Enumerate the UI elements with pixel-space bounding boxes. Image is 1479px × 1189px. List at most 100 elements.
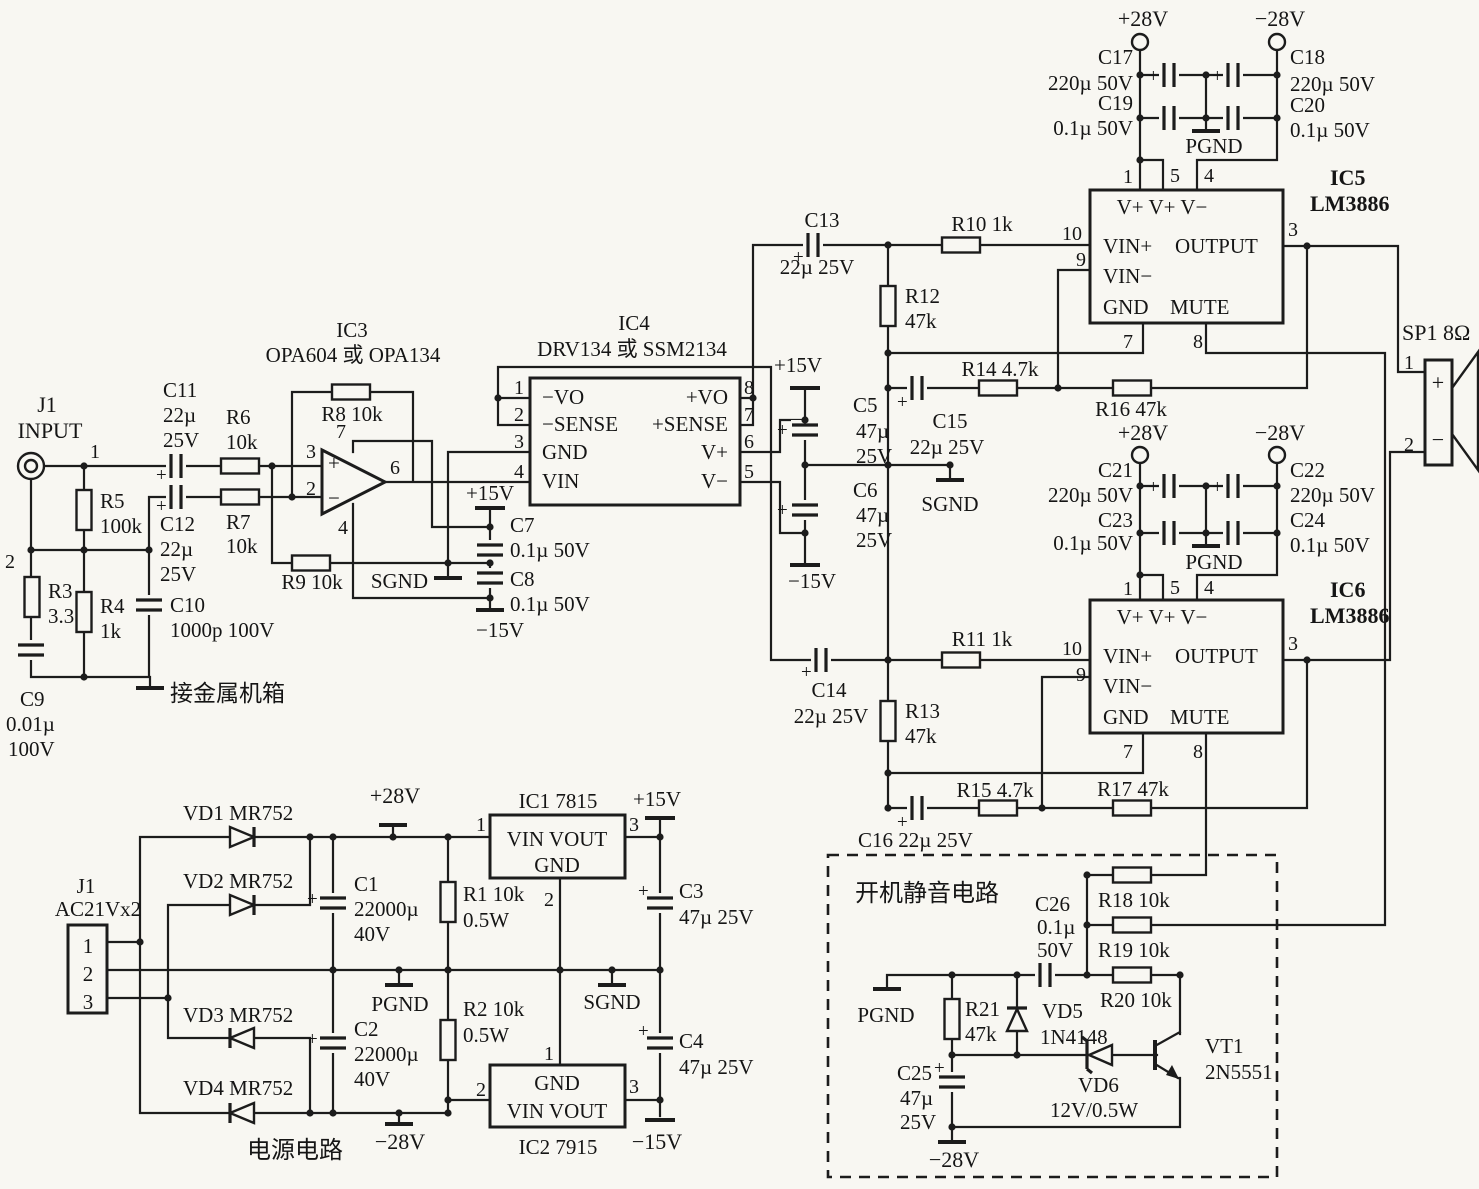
label-c6-ref: C6 xyxy=(853,478,878,502)
label-ic5-vinm: VIN− xyxy=(1103,264,1152,288)
label-c22-plus: + xyxy=(1212,477,1223,498)
label-c26-val1: 0.1µ xyxy=(1037,915,1075,939)
label-c15-ref: C15 xyxy=(932,409,967,433)
ic2-7915-body xyxy=(488,1063,627,1129)
label-c1-ref: C1 xyxy=(354,872,379,896)
label-ic6-tp5: 5 xyxy=(1170,577,1180,599)
label-c11-val1: 22µ xyxy=(163,403,196,427)
junction-dot xyxy=(1136,156,1144,164)
capacitor-gap-C12 xyxy=(166,483,186,511)
label-c17-ref: C17 xyxy=(1098,45,1133,69)
capacitor-gap-C9 xyxy=(17,640,45,660)
diode-VD4 xyxy=(226,1101,256,1125)
label-c18-plus: + xyxy=(1212,66,1223,87)
label-ic4-type: DRV134 或 SSM2134 xyxy=(537,337,727,361)
label-c13-val: 22µ 25V xyxy=(780,255,855,279)
junction-dot xyxy=(656,966,664,974)
label-ic2-p3: 3 xyxy=(629,1076,639,1098)
label-c24-val: 0.1µ 50V xyxy=(1290,533,1370,557)
capacitor-gap-C18 xyxy=(1223,61,1243,89)
junction-dot xyxy=(749,394,757,402)
capacitor-gap-C3 xyxy=(646,893,674,913)
label-sgnd-psu: SGND xyxy=(583,990,640,1014)
label-sgnd-ic3: SGND xyxy=(371,569,428,593)
label-r12-ref: R12 xyxy=(905,284,940,308)
label-r11-ref: R11 1k xyxy=(952,627,1013,651)
label-ic1-p2: 2 xyxy=(544,889,554,911)
label-r21-val: 47k xyxy=(965,1022,997,1046)
label-j1b-ref: J1 xyxy=(77,874,96,898)
label-c6-plus: + xyxy=(777,500,788,521)
label-c3-val: 47µ 25V xyxy=(679,905,754,929)
label-vd6-ref: VD6 xyxy=(1078,1073,1119,1097)
label-ic1-p1: 1 xyxy=(476,814,486,836)
label-c2-plus: + xyxy=(307,1029,318,1050)
label-ic6-tp4: 4 xyxy=(1204,577,1214,599)
junction-dot xyxy=(389,833,397,841)
label-c14-ref: C14 xyxy=(811,678,847,702)
junction-dot xyxy=(801,461,809,469)
label-c2-val1: 22000µ xyxy=(354,1042,419,1066)
junction-dot xyxy=(136,938,144,946)
label-ic4-gnd: GND xyxy=(542,440,588,464)
label-c25-val1: 47µ xyxy=(900,1086,933,1110)
label-ic2-row2: VIN VOUT xyxy=(507,1099,608,1123)
label-ic4-pin3: 3 xyxy=(514,431,524,453)
label-c10-val: 1000p 100V xyxy=(170,618,274,642)
label-p28-2: +28V xyxy=(1118,420,1168,445)
label-ic6-tp1: 1 xyxy=(1123,578,1133,600)
junction-dot xyxy=(1083,871,1091,879)
label-c18-val: 220µ 50V xyxy=(1290,72,1375,96)
label-r6-val: 10k xyxy=(226,430,258,454)
junction-dot xyxy=(1054,384,1062,392)
junction-dot xyxy=(329,1109,337,1117)
plus28v-terminal-2 xyxy=(1130,445,1150,465)
label-n28-psu: −28V xyxy=(375,1129,425,1154)
label-ic6-type: LM3886 xyxy=(1310,603,1389,628)
junction-dot xyxy=(1038,804,1046,812)
capacitor-gap-C16 xyxy=(907,794,927,822)
label-ic3-plus: + xyxy=(328,451,340,475)
label-c12-plus: + xyxy=(156,496,167,517)
resistor-R1 xyxy=(439,880,457,924)
junction-dot xyxy=(329,966,337,974)
label-pgnd-1: PGND xyxy=(1185,134,1242,158)
junction-dot xyxy=(1202,529,1210,537)
ic3-opamp-triangle xyxy=(320,447,389,517)
label-j1-name: INPUT xyxy=(18,418,83,443)
label-ic5-tp4: 4 xyxy=(1204,165,1214,187)
junction-dot xyxy=(884,769,892,777)
resistor-R8 xyxy=(330,383,372,401)
label-c23-ref: C23 xyxy=(1098,508,1133,532)
label-ic2-row1: GND xyxy=(534,1071,580,1095)
resistor-R5 xyxy=(75,488,93,532)
label-c3-ref: C3 xyxy=(679,879,704,903)
label-c13-ref: C13 xyxy=(804,208,839,232)
resistor-R4 xyxy=(75,590,93,634)
capacitor-gap-C19 xyxy=(1159,104,1179,132)
label-p28-psu: +28V xyxy=(370,783,420,808)
label-ic5-vrow: V+ V+ V− xyxy=(1117,195,1208,219)
junction-dot xyxy=(1136,114,1144,122)
label-n28-1: −28V xyxy=(1255,6,1305,31)
label-c26-val2: 50V xyxy=(1037,938,1073,962)
junction-dot xyxy=(1136,482,1144,490)
label-c20-val: 0.1µ 50V xyxy=(1290,118,1370,142)
label-r8-ref: R8 10k xyxy=(321,402,383,426)
label-ic6-p10: 10 xyxy=(1062,638,1082,660)
label-c17-val: 220µ 50V xyxy=(1048,71,1133,95)
label-r15-ref: R15 4.7k xyxy=(956,778,1034,802)
label-j1b-type: AC21Vx2 xyxy=(55,897,141,921)
label-ic4-pin1: 1 xyxy=(514,377,524,399)
label-r6-ref: R6 xyxy=(226,405,251,429)
junction-dot xyxy=(884,656,892,664)
label-r3-val: 3.3 xyxy=(48,604,74,628)
resistor-R17 xyxy=(1111,799,1153,817)
junction-dot xyxy=(1136,71,1144,79)
label-pgnd-2: PGND xyxy=(1185,550,1242,574)
label-j1b-p2: 2 xyxy=(83,962,94,986)
label-ic4-pin8: 8 xyxy=(744,377,754,399)
label-c17-plus: + xyxy=(1148,66,1159,87)
label-mute-title: 开机静音电路 xyxy=(855,880,999,907)
junction-dot xyxy=(1273,114,1281,122)
